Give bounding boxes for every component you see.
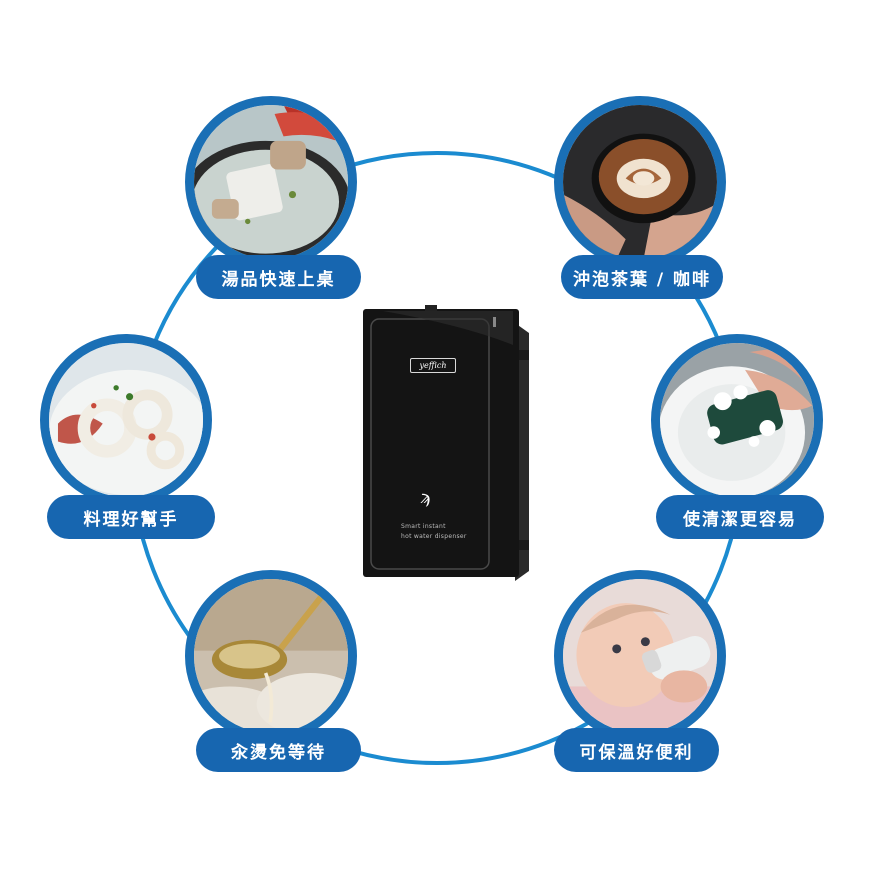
coffee-feature-label: 沖泡茶葉 / 咖啡	[561, 255, 723, 299]
soup-bowl-photo	[185, 96, 357, 268]
cleaning-feature-label: 使清潔更容易	[656, 495, 824, 539]
flame-logo-icon: ϡ	[420, 487, 431, 508]
ladle-steam-photo	[185, 570, 357, 742]
scalding-feature-label: 汆燙免等待	[196, 728, 361, 772]
squid-dish-photo	[40, 334, 212, 506]
brand-logo: yeffich	[410, 358, 456, 373]
baby-bottle-photo	[554, 570, 726, 742]
dish-washing-photo	[651, 334, 823, 506]
device-caption-line2: hot water dispenser	[401, 533, 467, 540]
hot-water-dispenser: yeffich ϡ Smart instant hot water dispen…	[363, 305, 529, 581]
latte-art-photo	[554, 96, 726, 268]
warm-feature-label: 可保溫好便利	[554, 728, 719, 772]
cooking-feature-label: 料理好幫手	[47, 495, 215, 539]
soup-feature-label: 湯品快速上桌	[196, 255, 361, 299]
device-caption-line1: Smart instant	[401, 523, 446, 530]
dispenser-body	[363, 305, 529, 581]
